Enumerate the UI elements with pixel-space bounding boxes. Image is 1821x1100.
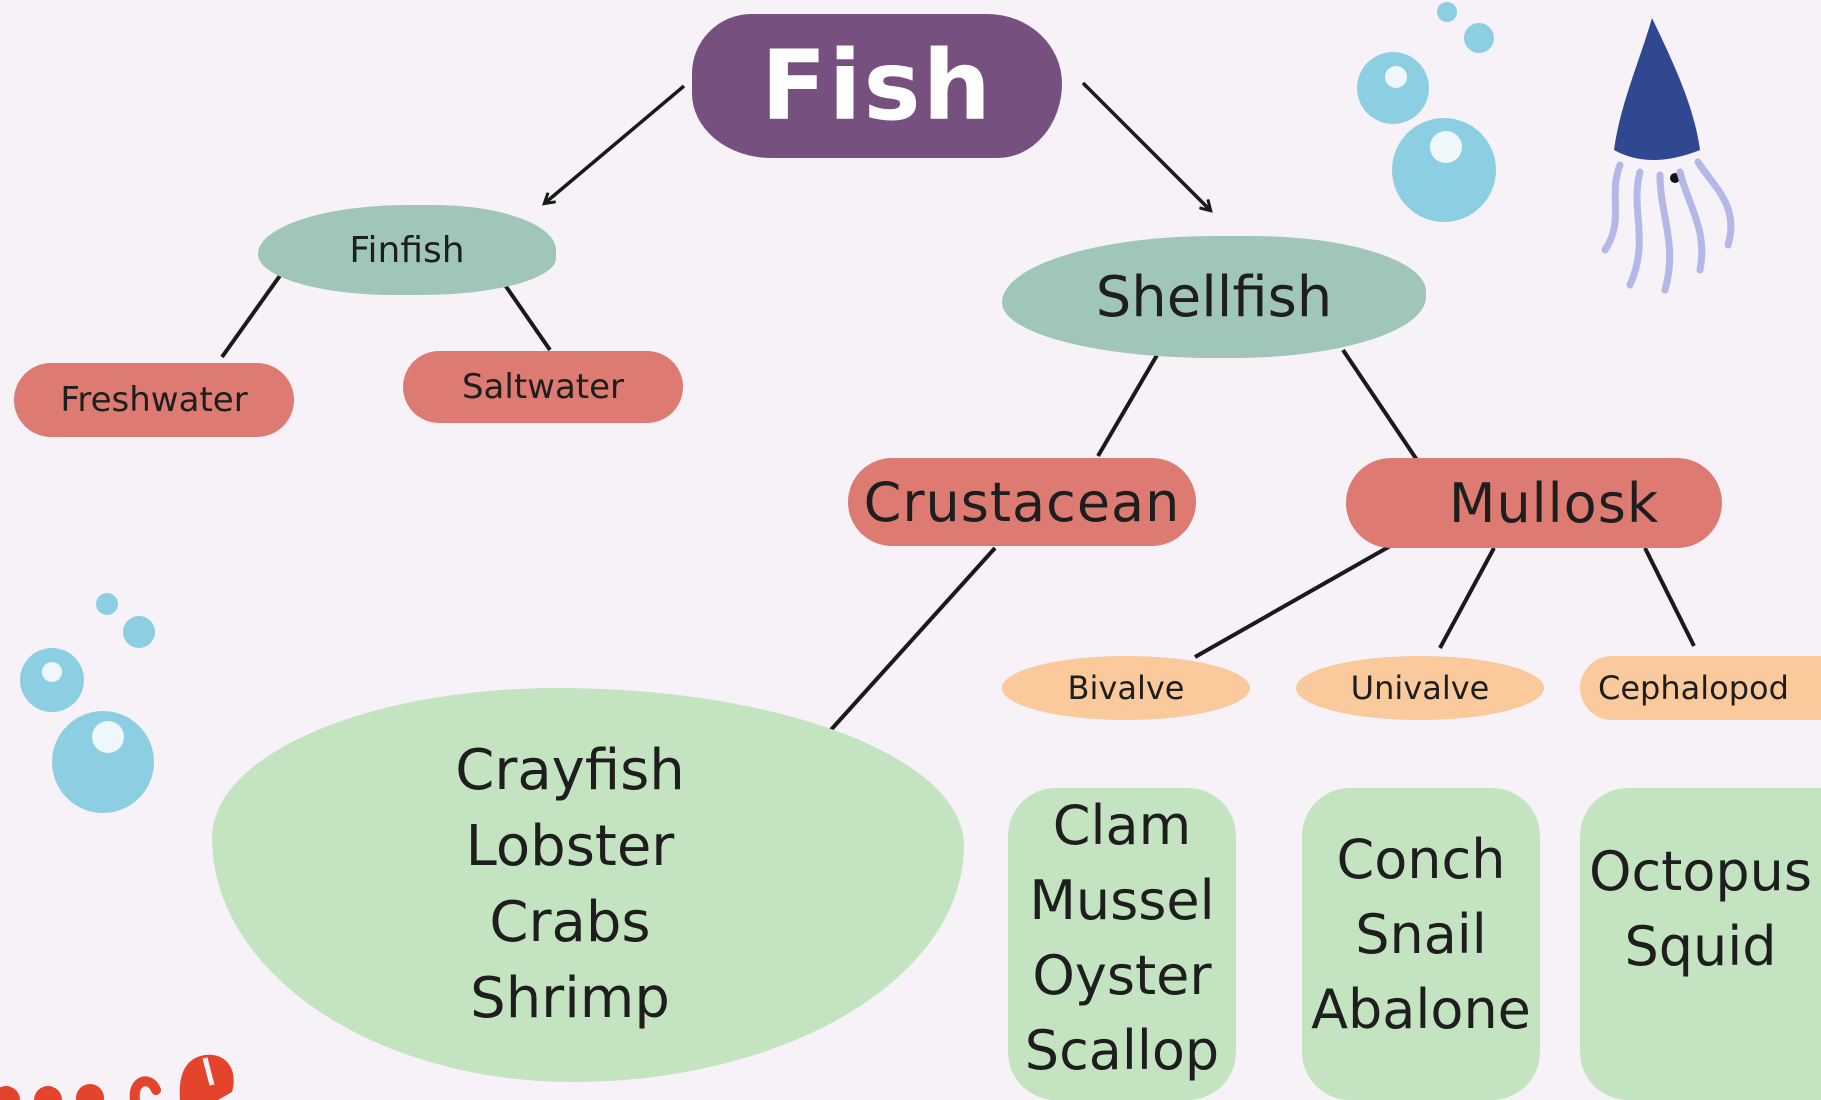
line-crustacean-list: [820, 548, 995, 742]
line-mullosk-cephalopod: [1645, 548, 1694, 646]
line-mullosk-univalve: [1440, 548, 1494, 648]
example-item: Mussel: [1029, 863, 1214, 938]
saltwater-node: Saltwater: [403, 351, 683, 423]
cephalopod-examples: Octopus Squid: [1580, 788, 1821, 1100]
crab-icon: [0, 1055, 234, 1100]
saltwater-label: Saltwater: [462, 367, 624, 407]
arrow-fish-to-shellfish: [1083, 83, 1210, 210]
finfish-node: Finfish: [258, 205, 556, 295]
example-item: Abalone: [1311, 972, 1531, 1047]
line-mullosk-bivalve: [1195, 545, 1392, 657]
line-shellfish-crustacean: [1098, 350, 1160, 456]
cephalopod-label: Cephalopod: [1598, 669, 1789, 707]
univalve-examples: Conch Snail Abalone: [1302, 788, 1540, 1100]
squid-icon: [1605, 18, 1731, 290]
freshwater-node: Freshwater: [14, 363, 294, 437]
bivalve-examples: Clam Mussel Oyster Scallop: [1008, 788, 1236, 1100]
univalve-node: Univalve: [1296, 656, 1544, 720]
cephalopod-node: Cephalopod: [1580, 656, 1821, 720]
example-item: Lobster: [466, 809, 675, 885]
line-finfish-saltwater: [505, 285, 550, 350]
bivalve-node: Bivalve: [1002, 656, 1250, 720]
bivalve-label: Bivalve: [1068, 669, 1185, 707]
example-item: Oyster: [1032, 938, 1211, 1013]
shellfish-label: Shellfish: [1096, 265, 1333, 330]
line-shellfish-mullosk: [1343, 350, 1417, 460]
example-item: Conch: [1337, 822, 1506, 897]
example-item: Crabs: [489, 885, 650, 961]
example-item: Octopus: [1589, 834, 1812, 909]
example-item: Clam: [1053, 788, 1191, 863]
example-item: Scallop: [1025, 1013, 1219, 1088]
shellfish-node: Shellfish: [1002, 236, 1426, 358]
line-finfish-freshwater: [222, 270, 284, 357]
example-item: Snail: [1355, 897, 1487, 972]
fish-root-label: Fish: [761, 30, 993, 142]
crustacean-label: Crustacean: [864, 471, 1181, 534]
fish-root-node: Fish: [692, 14, 1062, 158]
mullosk-label: Mullosk: [1449, 472, 1659, 535]
univalve-label: Univalve: [1351, 669, 1490, 707]
crustacean-node: Crustacean: [848, 458, 1196, 546]
freshwater-label: Freshwater: [60, 380, 247, 420]
arrow-fish-to-finfish: [545, 86, 684, 203]
example-item: Squid: [1624, 909, 1776, 984]
example-item: Shrimp: [470, 961, 670, 1037]
finfish-label: Finfish: [349, 230, 464, 271]
example-item: Crayfish: [455, 733, 685, 809]
mullosk-node: Mullosk: [1346, 458, 1722, 548]
